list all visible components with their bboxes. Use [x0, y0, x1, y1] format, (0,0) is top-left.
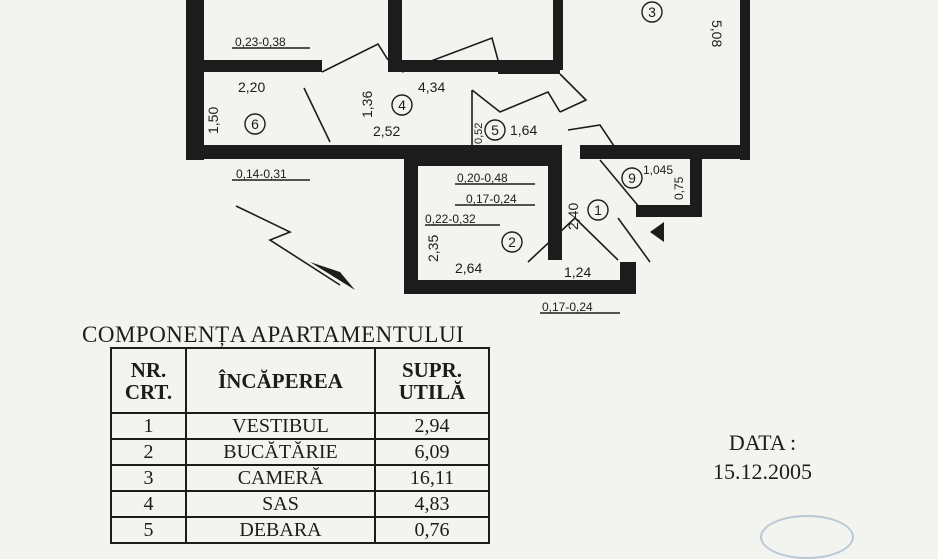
cell-room: BUCĂTĂRIE [185, 438, 376, 466]
wall-label: 0,22-0,32 [425, 212, 476, 226]
dim-room1-a: 2,40 [565, 203, 581, 230]
cell-area: 2,94 [374, 412, 490, 440]
cell-room: VESTIBUL [185, 412, 376, 440]
date-value: 15.12.2005 [713, 459, 812, 484]
dim-room9-b: 0,75 [672, 176, 686, 200]
dim-room6-b: 1,50 [205, 107, 221, 134]
wall-label: 0,14-0,31 [236, 167, 287, 181]
table-row: 4 SAS 4,83 [110, 490, 490, 518]
dim-room5-b: 1,64 [510, 122, 537, 138]
wall-label: 0,17-0,24 [466, 192, 517, 206]
room-number-5: 5 [491, 122, 499, 138]
dim-room4-c: 2,52 [373, 123, 400, 139]
cell-area: 16,11 [374, 464, 490, 492]
dim-room2-b: 2,64 [455, 260, 482, 276]
cell-room: CAMERĂ [185, 464, 376, 492]
apartment-composition-table: NR.CRT. ÎNCĂPEREA SUPR.UTILĂ 1 VESTIBUL … [110, 347, 490, 544]
dim-room2-a: 2,35 [425, 235, 441, 262]
room-number-3: 3 [648, 4, 656, 20]
table-row: 2 BUCĂTĂRIE 6,09 [110, 438, 490, 466]
wall-label: 0,20-0,48 [457, 171, 508, 185]
dim-room4-b: 1,36 [359, 91, 375, 118]
date-block: DATA : 15.12.2005 [713, 428, 812, 486]
dim-room5-a: 0,52 [473, 123, 485, 144]
room-number-6: 6 [251, 116, 259, 132]
cell-nr: 2 [110, 438, 187, 466]
dim-room9-a: 1,045 [643, 163, 673, 177]
cell-room: SAS [185, 490, 376, 518]
col-header-area: SUPR.UTILĂ [374, 347, 490, 414]
cell-area: 4,83 [374, 490, 490, 518]
wall-label: 0,23-0,38 [235, 35, 286, 49]
floor-plan: 1 2 3 4 5 6 9 2,40 1,24 2,35 2,64 5,08 4… [186, 0, 750, 314]
table-row: 1 VESTIBUL 2,94 [110, 412, 490, 440]
cell-nr: 1 [110, 412, 187, 440]
cell-nr: 5 [110, 516, 187, 544]
room-number-9: 9 [628, 170, 636, 186]
cell-nr: 4 [110, 490, 187, 518]
col-header-room: ÎNCĂPEREA [185, 347, 376, 414]
table-row: 3 CAMERĂ 16,11 [110, 464, 490, 492]
wall-label: 0,17-0,24 [542, 300, 593, 314]
table-row: 5 DEBARA 0,76 [110, 516, 490, 544]
table-header-row: NR.CRT. ÎNCĂPEREA SUPR.UTILĂ [110, 347, 490, 414]
cell-area: 6,09 [374, 438, 490, 466]
col-header-nr: NR.CRT. [110, 347, 187, 414]
dim-room6-a: 2,20 [238, 79, 265, 95]
room-number-4: 4 [398, 97, 406, 113]
cell-room: DEBARA [185, 516, 376, 544]
room-number-2: 2 [508, 234, 516, 250]
dim-room1-b: 1,24 [564, 264, 591, 280]
dim-room4-a: 4,34 [418, 79, 445, 95]
dim-room3-a: 5,08 [709, 20, 725, 47]
cell-nr: 3 [110, 464, 187, 492]
date-label: DATA : [728, 430, 797, 455]
cell-area: 0,76 [374, 516, 490, 544]
room-number-1: 1 [594, 202, 602, 218]
stamp-mark [760, 515, 854, 559]
table-heading: COMPONENȚA APARTAMENTULUI [82, 322, 465, 347]
